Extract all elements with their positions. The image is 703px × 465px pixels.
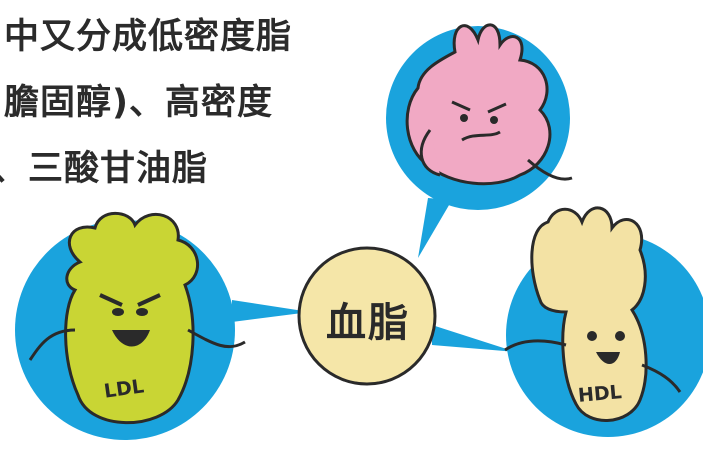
hdl-label: HDL: [577, 381, 623, 407]
intro-text-line-1: 中又分成低密度脂: [4, 17, 293, 57]
intro-text-line-3: 、三酸甘油脂: [0, 149, 209, 189]
hdl-character: [504, 206, 682, 422]
blood-lipid-circle: [297, 246, 437, 386]
triglyceride-character: [405, 23, 573, 186]
blood-lipid-label: 血脂: [326, 300, 410, 346]
ldl-connector: [232, 300, 310, 322]
ldl-character: [28, 211, 246, 425]
hdl-connector: [432, 325, 516, 352]
triglyceride-connector: [418, 198, 452, 258]
intro-text-line-2: 膽固醇)、高密度: [4, 83, 273, 123]
